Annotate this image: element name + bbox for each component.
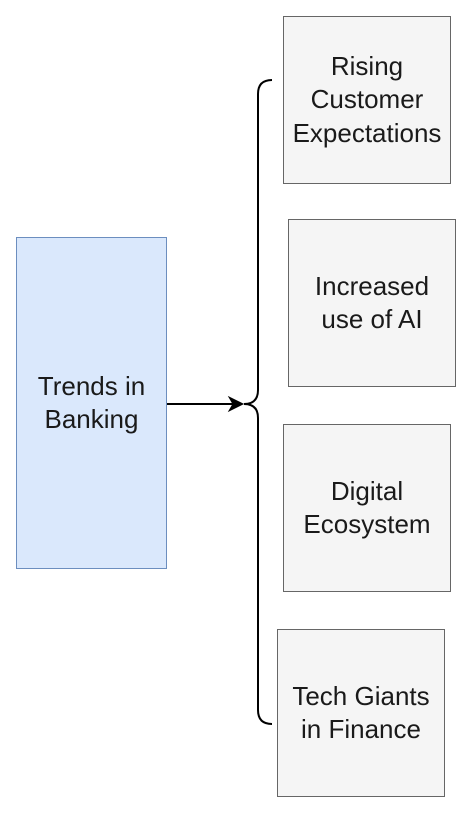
trend-node-digital-ecosystem: Digital Ecosystem bbox=[283, 424, 451, 592]
trend-node-label: Rising Customer Expectations bbox=[292, 51, 442, 148]
main-node-trends-in-banking: Trends in Banking bbox=[16, 237, 167, 569]
arrow-head bbox=[227, 395, 245, 413]
trend-node-increased-use-of-ai: Increased use of AI bbox=[288, 219, 456, 387]
trend-node-rising-customer-expectations: Rising Customer Expectations bbox=[283, 16, 451, 184]
trend-node-label: Increased use of AI bbox=[314, 270, 430, 334]
trend-node-label: Digital Ecosystem bbox=[303, 475, 431, 539]
trend-node-label: Tech Giants in Finance bbox=[292, 680, 430, 744]
trend-node-tech-giants-in-finance: Tech Giants in Finance bbox=[277, 629, 445, 797]
main-node-label: Trends in Banking bbox=[37, 370, 146, 434]
curly-brace bbox=[243, 79, 273, 725]
